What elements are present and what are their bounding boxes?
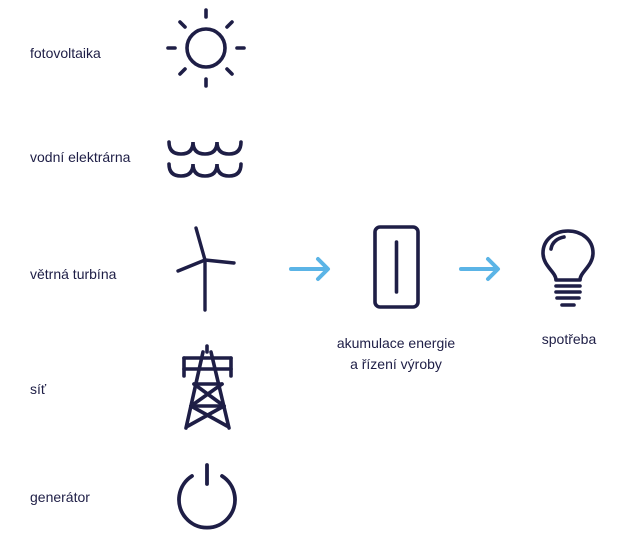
sun-icon (160, 4, 252, 94)
storage-label: akumulace energie a řízení výroby (322, 333, 470, 375)
arrow-right-icon (458, 256, 504, 282)
source-label-photovoltaics: fotovoltaika (30, 45, 101, 61)
wind-turbine-icon (172, 224, 242, 314)
source-label-grid: síť (30, 381, 47, 397)
source-label-hydro: vodní elektrárna (30, 149, 131, 165)
power-button-icon (174, 462, 240, 532)
storage-label-line2: a řízení výroby (350, 356, 442, 372)
storage-label-line1: akumulace energie (336, 335, 456, 351)
battery-icon (372, 224, 422, 310)
consumption-label: spotřeba (541, 331, 597, 347)
source-label-generator: generátor (30, 489, 90, 505)
arrow-right-icon (288, 256, 334, 282)
water-waves-icon (166, 136, 246, 184)
source-label-wind: větrná turbína (30, 266, 117, 282)
light-bulb-icon (538, 228, 600, 310)
power-pylon-icon (180, 344, 236, 432)
